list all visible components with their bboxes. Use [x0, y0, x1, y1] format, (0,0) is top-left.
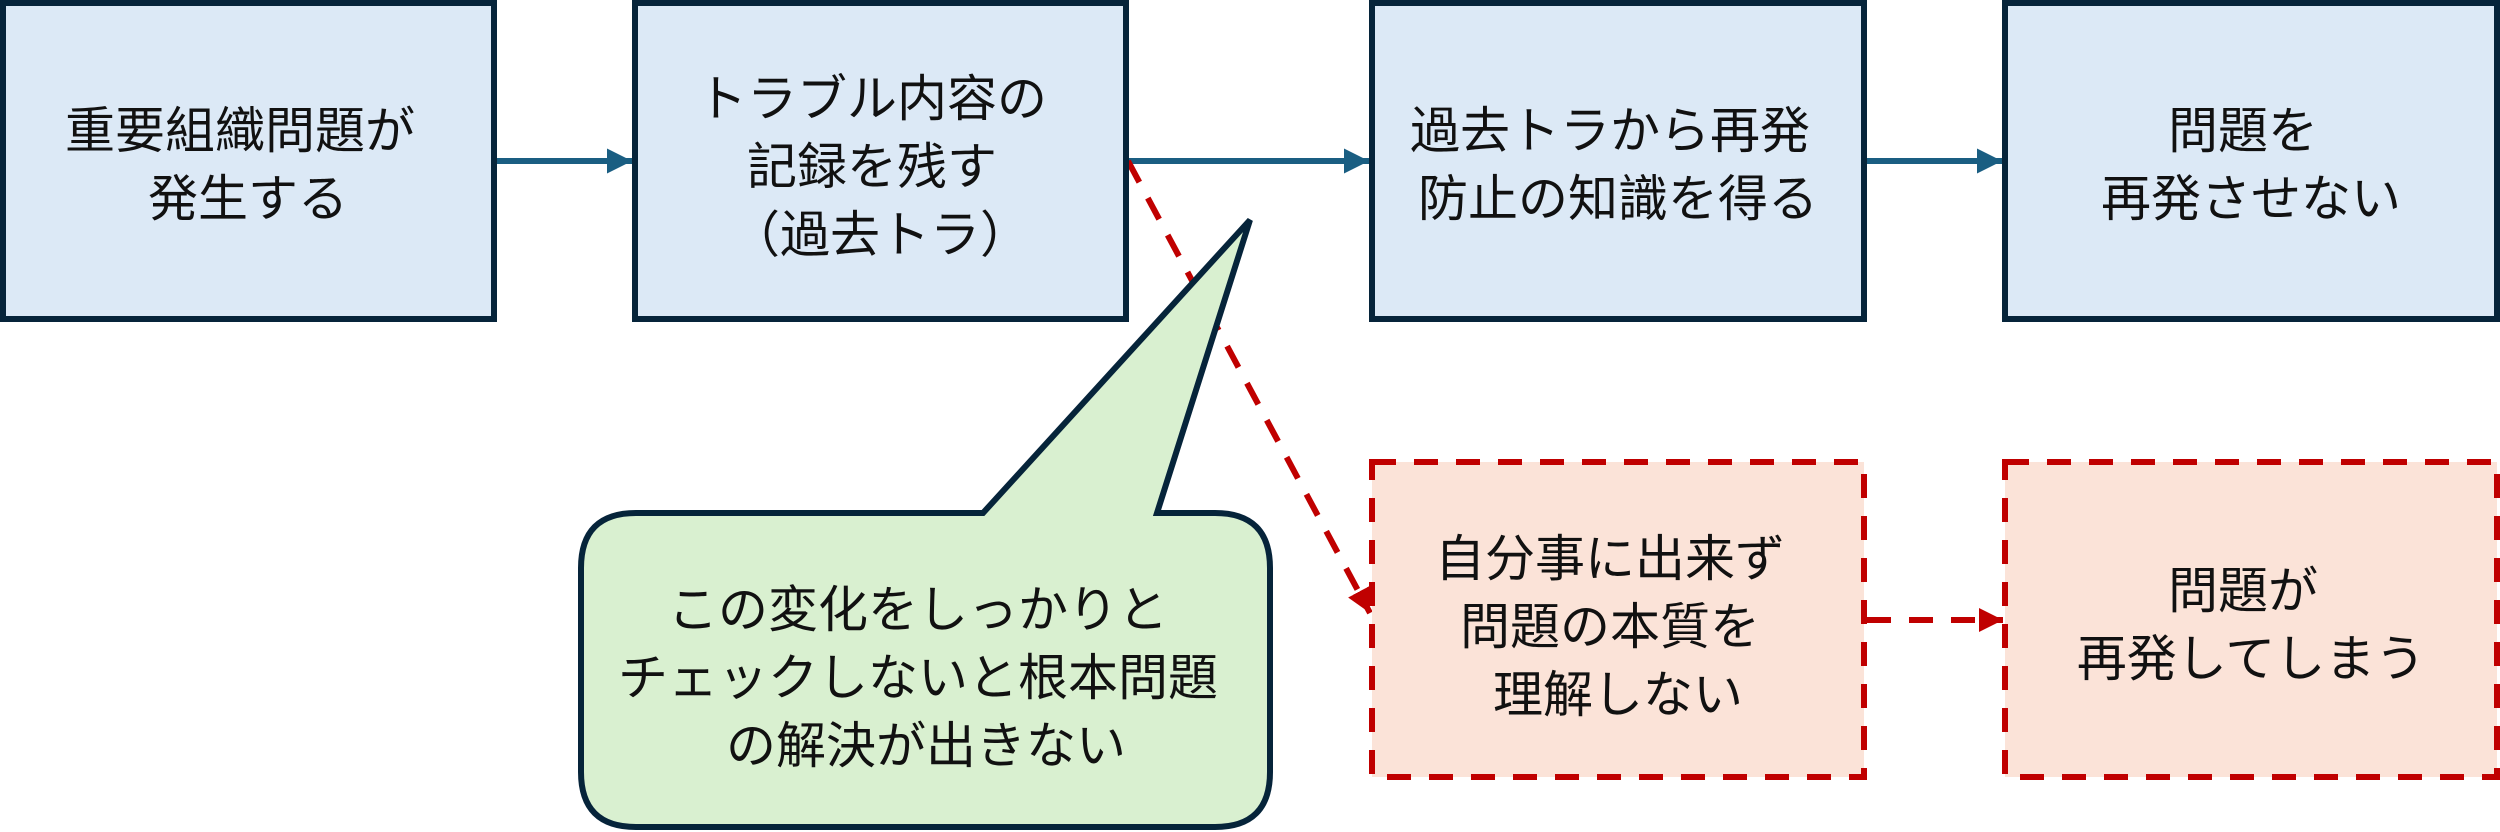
callout-line-1: この変化をしっかりと: [668, 581, 1168, 639]
node-recur-line-2: 再発してしまう: [2077, 630, 2426, 688]
callout: この変化をしっかりと チェックしないと根本問題 の解決が出きない: [578, 217, 1273, 830]
node-record-line-1: トラブル内容の: [697, 70, 1047, 128]
node-not-own-line-2: 問題の本質を: [1460, 598, 1760, 656]
node-recur: 問題が 再発してしまう: [2002, 459, 2500, 780]
edge-record-to-not-own: [1125, 159, 1373, 615]
node-learn-line-2: 防止の知識を得る: [1418, 170, 1818, 228]
node-recur-box: [2002, 459, 2500, 780]
node-occur-text: 重要組織問題が 発生する: [65, 102, 431, 228]
callout-bubble: [578, 217, 1273, 830]
node-recur-line-1: 問題が: [2168, 562, 2318, 620]
node-learn: 過去トラから再発 防止の知識を得る: [1369, 0, 1867, 322]
node-occur-line-2: 発生する: [148, 170, 348, 228]
node-not-own: 自分事に出来ず 問題の本質を 理解しない: [1369, 459, 1867, 780]
node-prevent-box: [2002, 0, 2500, 322]
node-occur: 重要組織問題が 発生する: [0, 0, 497, 322]
node-prevent-line-2: 再発させない: [2101, 170, 2401, 228]
node-occur-line-1: 重要組織問題が: [65, 102, 415, 160]
node-recur-text: 問題が 再発してしまう: [2077, 562, 2426, 688]
node-prevent-line-1: 問題を: [2168, 102, 2318, 160]
callout-text: この変化をしっかりと チェックしないと根本問題 の解決が出きない: [618, 581, 1234, 775]
node-prevent-text: 問題を 再発させない: [2101, 102, 2401, 228]
node-record-line-2: 記録を残す: [747, 138, 997, 196]
node-learn-line-1: 過去トラから再発: [1410, 102, 1810, 160]
node-learn-text: 過去トラから再発 防止の知識を得る: [1410, 102, 1826, 228]
callout-line-3: の解決が出きない: [726, 717, 1126, 775]
node-not-own-text: 自分事に出来ず 問題の本質を 理解しない: [1435, 530, 1801, 724]
node-learn-box: [1369, 0, 1867, 322]
node-occur-box: [0, 0, 497, 322]
callout-line-2: チェックしないと根本問題: [618, 649, 1218, 707]
node-prevent: 問題を 再発させない: [2002, 0, 2500, 322]
node-not-own-line-3: 理解しない: [1493, 666, 1743, 724]
node-record-text: トラブル内容の 記録を残す （過去トラ）: [697, 70, 1063, 264]
node-record-box: [632, 0, 1129, 322]
node-not-own-box: [1369, 459, 1867, 780]
node-record-line-3: （過去トラ）: [730, 206, 1030, 264]
node-record: トラブル内容の 記録を残す （過去トラ）: [632, 0, 1129, 322]
node-not-own-line-1: 自分事に出来ず: [1435, 530, 1785, 588]
